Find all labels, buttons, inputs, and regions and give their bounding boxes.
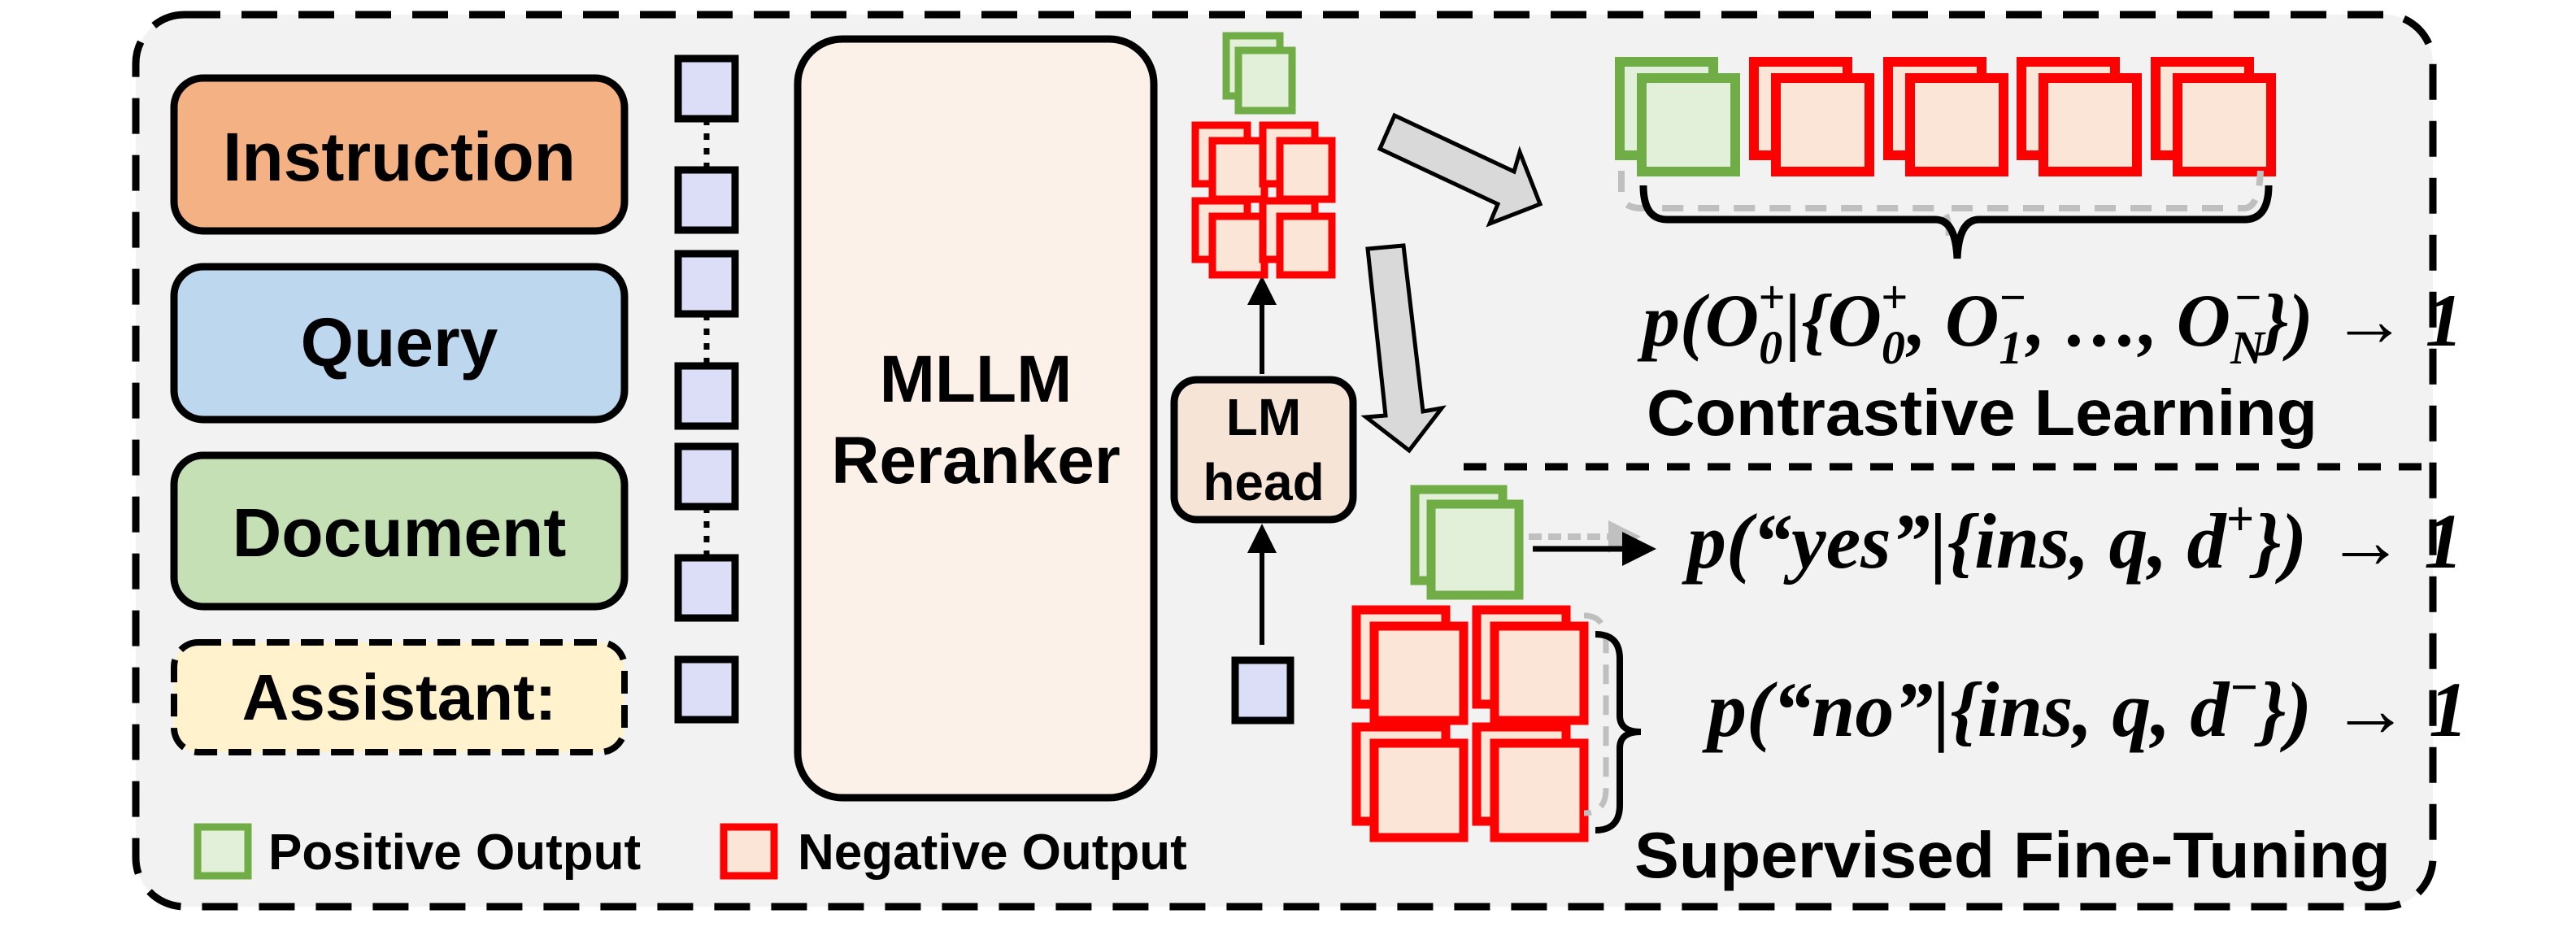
- negative-output-stack: [1472, 605, 1589, 725]
- model-name-line1: MLLM: [880, 342, 1073, 416]
- input-token: [674, 655, 739, 724]
- output-card-front: [1490, 738, 1589, 842]
- input-token: [674, 554, 739, 622]
- output-card-front: [1490, 621, 1589, 725]
- input-label: Document: [233, 494, 567, 571]
- output-card-front: [1771, 73, 1874, 176]
- lm-head-line2: head: [1203, 453, 1324, 511]
- arrow-to-sft: [1360, 243, 1447, 454]
- input-token: [674, 362, 739, 430]
- sft-formula-no: p(“no”|{ins, q, d−}) → 1: [1702, 660, 2468, 753]
- brace-sft: [1595, 631, 1642, 833]
- output-card-front: [1426, 499, 1524, 600]
- output-card-front: [1208, 137, 1268, 203]
- output-card-front: [1637, 73, 1740, 176]
- negative-output-stack: [1351, 605, 1469, 725]
- negative-output-stack: [1883, 57, 2008, 176]
- output-card-front: [1369, 621, 1469, 725]
- lm-head: LM head: [1170, 376, 1357, 524]
- negative-output-stack: [2151, 57, 2276, 176]
- positive-output-stack: [1222, 32, 1296, 115]
- legend: Positive Output Negative Output: [194, 823, 1187, 881]
- negative-output-stack: [1191, 197, 1268, 279]
- output-card-front: [2173, 73, 2276, 176]
- positive-output-stack: [1410, 485, 1524, 600]
- negative-output-stack: [1472, 722, 1589, 842]
- sft-formula-yes: p(“yes”|{ins, q, d+}) → 1: [1682, 492, 2463, 585]
- positive-output-stack: [1615, 57, 1740, 176]
- lm-head-line1: LM: [1226, 388, 1301, 446]
- output-stacks: [1191, 32, 2276, 842]
- output-card-front: [2039, 73, 2142, 176]
- negative-output-stack: [1259, 121, 1336, 203]
- input-token: [674, 442, 739, 511]
- output-card-front: [1234, 46, 1296, 115]
- input-token: [674, 250, 739, 318]
- output-token: [1231, 656, 1295, 725]
- input-label: Query: [301, 304, 498, 381]
- negative-output-stack: [1749, 57, 1874, 176]
- input-token: [674, 54, 739, 123]
- input-label: Instruction: [223, 119, 576, 195]
- negative-output-stack: [2017, 57, 2142, 176]
- output-card-front: [1276, 137, 1336, 203]
- input-document: Document: [170, 451, 629, 611]
- arrow-to-contrastive: [1377, 112, 1543, 228]
- input-instruction: Instruction: [170, 74, 629, 235]
- model-name-line2: Reranker: [831, 424, 1120, 498]
- sft-title: Supervised Fine-Tuning: [1634, 819, 2391, 891]
- negative-output-stack: [1259, 197, 1336, 279]
- input-label: Assistant:: [242, 661, 557, 733]
- output-card-front: [1276, 212, 1336, 279]
- token-column: [674, 54, 739, 724]
- legend-positive-label: Positive Output: [268, 825, 641, 881]
- output-card-front: [1208, 212, 1268, 279]
- mllm-reranker: MLLM Reranker: [794, 35, 1158, 802]
- legend-negative-label: Negative Output: [798, 825, 1187, 881]
- output-card-front: [1369, 738, 1469, 842]
- legend-negative-swatch: [720, 823, 778, 880]
- gray-brace-sft: [1583, 612, 1609, 816]
- legend-positive-swatch: [194, 823, 252, 880]
- input-assistant: Assistant:: [171, 639, 628, 755]
- contrastive-learning-title: Contrastive Learning: [1647, 376, 2317, 449]
- negative-output-stack: [1351, 722, 1469, 842]
- input-query: Query: [170, 263, 629, 424]
- contrastive-formula: p(O0+|{O0+, O1−, …, ON−}) → 1: [1637, 271, 2463, 374]
- input-token: [674, 166, 739, 234]
- output-card-front: [1905, 73, 2008, 176]
- brace-contrastive: [1639, 185, 2273, 259]
